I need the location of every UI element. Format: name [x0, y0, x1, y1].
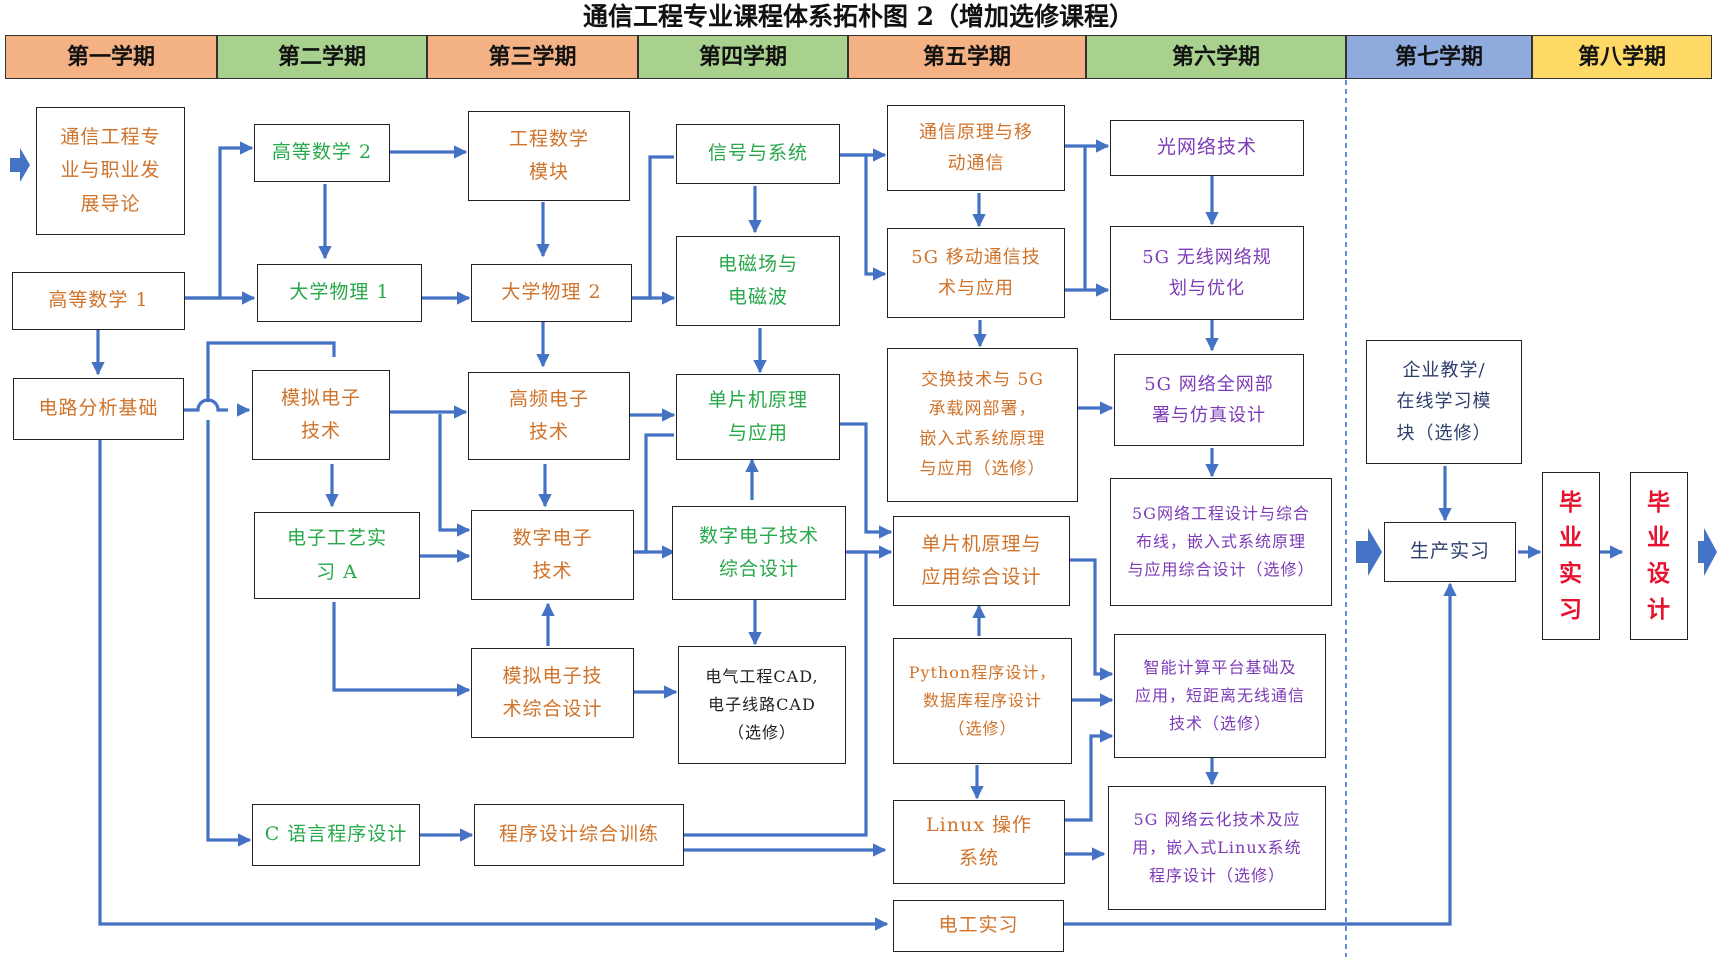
course-graduation-internship[interactable]: 毕 业 实 习: [1542, 472, 1600, 640]
course-mcu-design[interactable]: 单片机原理与 应用综合设计: [893, 516, 1070, 606]
course-linux[interactable]: Linux 操作 系统: [893, 800, 1065, 884]
course-comm[interactable]: 通信原理与移 动通信: [887, 105, 1065, 191]
course-clang[interactable]: C 语言程序设计: [252, 804, 420, 866]
semester-8: 第八学期: [1532, 35, 1712, 79]
course-deploy[interactable]: 5G 网络全网部 署与仿真设计: [1114, 354, 1304, 446]
course-intro[interactable]: 通信工程专 业与职业发 展导论: [36, 107, 185, 235]
course-engmath[interactable]: 工程数学 模块: [468, 111, 630, 201]
course-etraining[interactable]: 电工实习: [893, 900, 1064, 952]
course-math1[interactable]: 高等数学 1: [12, 272, 185, 330]
course-math2[interactable]: 高等数学 2: [254, 124, 390, 182]
course-signals[interactable]: 信号与系统: [676, 124, 840, 184]
course-optical[interactable]: 光网络技术: [1110, 120, 1304, 176]
course-enterprise[interactable]: 企业教学/ 在线学习模 块（选修）: [1366, 340, 1522, 464]
diagram-title: 通信工程专业课程体系拓朴图 2（增加选修课程）: [582, 2, 1135, 31]
semester-3: 第三学期: [427, 35, 638, 79]
semester-4: 第四学期: [638, 35, 848, 79]
course-wireless[interactable]: 5G 无线网络规 划与优化: [1110, 226, 1304, 320]
course-circuit[interactable]: 电路分析基础: [13, 378, 184, 440]
course-python[interactable]: Python程序设计， 数据库程序设计 （选修）: [893, 638, 1072, 764]
course-analog[interactable]: 模拟电子 技术: [252, 370, 390, 460]
course-analog-design[interactable]: 模拟电子技 术综合设计: [471, 648, 634, 738]
course-phys1[interactable]: 大学物理 1: [257, 264, 422, 322]
course-craft[interactable]: 电子工艺实 习 A: [254, 512, 420, 599]
course-prog-training[interactable]: 程序设计综合训练: [474, 804, 684, 866]
course-cabling[interactable]: 5G网络工程设计与综合 布线，嵌入式系统原理 与应用综合设计（选修）: [1110, 478, 1332, 606]
semester-2: 第二学期: [217, 35, 427, 79]
course-phys2[interactable]: 大学物理 2: [471, 264, 632, 322]
course-ai[interactable]: 智能计算平台基础及 应用，短距离无线通信 技术（选修）: [1114, 634, 1326, 758]
semester-1: 第一学期: [5, 35, 217, 79]
course-hf[interactable]: 高频电子 技术: [468, 372, 630, 460]
course-emfield[interactable]: 电磁场与 电磁波: [676, 236, 840, 326]
course-g5mobile[interactable]: 5G 移动通信技 术与应用: [887, 228, 1065, 318]
course-production[interactable]: 生产实习: [1384, 522, 1516, 582]
course-switching[interactable]: 交换技术与 5G 承载网部署， 嵌入式系统原理 与应用（选修）: [887, 348, 1078, 502]
course-cad[interactable]: 电气工程CAD, 电子线路CAD （选修）: [678, 646, 846, 764]
course-cloud[interactable]: 5G 网络云化技术及应 用，嵌入式Linux系统 程序设计（选修）: [1108, 786, 1326, 910]
course-digital-design[interactable]: 数字电子技术 综合设计: [672, 506, 846, 600]
entry-arrow: [10, 148, 30, 182]
exit-arrow: [1698, 528, 1717, 576]
sem7-entry-arrow: [1356, 528, 1382, 576]
semester-7: 第七学期: [1346, 35, 1532, 79]
course-mcu[interactable]: 单片机原理 与应用: [676, 374, 840, 460]
semester-5: 第五学期: [848, 35, 1086, 79]
semester-6: 第六学期: [1086, 35, 1346, 79]
course-digital[interactable]: 数字电子 技术: [471, 510, 634, 600]
course-graduation-design[interactable]: 毕 业 设 计: [1630, 472, 1688, 640]
